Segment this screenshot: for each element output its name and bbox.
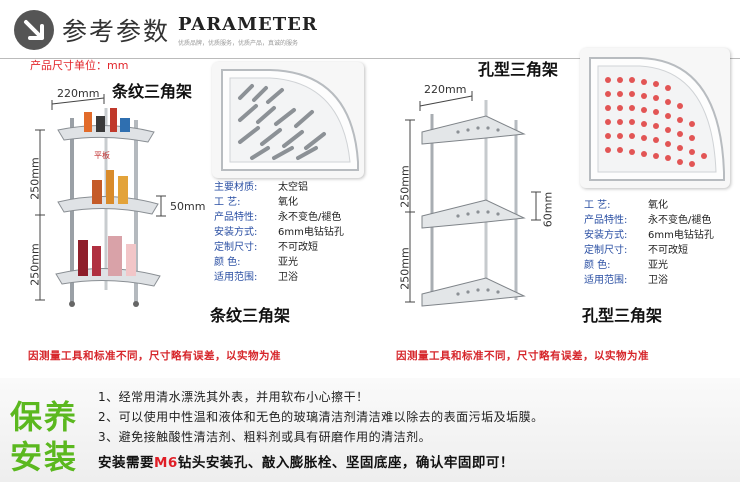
spec-row: 颜 色:亚光: [584, 260, 668, 271]
page-title: 参考参数: [62, 17, 171, 46]
care-line-1: 1、经常用清水漂洗其外表，并用软布小心擦干！: [98, 390, 369, 404]
drill-size-highlight: M6: [154, 455, 178, 471]
measurement-warning-right: 因测量工具和标准不同，尺寸略有误差，以实物为准: [396, 350, 649, 362]
unit-note: 产品尺寸单位：mm: [30, 59, 129, 72]
left-width-dim: 220mm: [57, 87, 100, 100]
page-title-en: PARAMETER: [178, 14, 318, 35]
right-product-name-bottom: 孔型三角架: [582, 306, 663, 325]
spec-row: 定制尺寸:不可改短: [584, 245, 688, 256]
left-shelf-illustration: [26, 90, 216, 315]
right-height-bottom-dim: 250mm: [398, 247, 412, 290]
right-shelf-illustration: [398, 80, 558, 316]
spec-row: 主要材质:太空铝: [214, 182, 308, 193]
left-shelf-photo: [212, 62, 364, 178]
right-product-name: 孔型三角架: [478, 60, 559, 79]
spec-row: 工 艺:氧化: [584, 200, 668, 211]
spec-row: 产品特性:永不变色/褪色: [214, 212, 342, 223]
left-product-name: 条纹三角架: [112, 82, 193, 101]
care-install-panel: [0, 378, 740, 482]
spec-row: 颜 色:亚光: [214, 257, 298, 268]
page-subtitle: 优质品牌，优质服务，优质产品，真诚的服务: [178, 40, 299, 47]
header-divider: [0, 58, 740, 59]
spec-row: 安装方式:6mm电钻钻孔: [584, 230, 714, 241]
right-width-dim: 220mm: [424, 83, 467, 96]
right-side-dim: 60mm: [541, 191, 555, 228]
left-side-dim: 50mm: [170, 200, 206, 213]
right-shelf-photo: [580, 48, 730, 188]
install-title: 安装: [10, 438, 79, 476]
right-spec-list: 工 艺:氧化 产品特性:永不变色/褪色 安装方式:6mm电钻钻孔 定制尺寸:不可…: [584, 198, 714, 288]
spec-row: 适用范围:卫浴: [214, 272, 298, 283]
arrow-down-icon: [14, 10, 54, 50]
measurement-warning-left: 因测量工具和标准不同，尺寸略有误差，以实物为准: [28, 350, 281, 362]
spec-row: 安装方式:6mm电钻钻孔: [214, 227, 344, 238]
left-small-label: 平板: [94, 151, 110, 160]
left-product-name-bottom: 条纹三角架: [210, 306, 291, 325]
install-instruction: 安装需要M6钻头安装孔、敲入膨胀栓、坚固底座，确认牢固即可！: [98, 455, 514, 471]
spec-row: 工 艺:氧化: [214, 197, 298, 208]
spec-row: 定制尺寸:不可改短: [214, 242, 318, 253]
left-height-bottom-dim: 250mm: [28, 243, 42, 286]
right-height-top-dim: 250mm: [398, 165, 412, 208]
care-line-3: 3、避免接触酸性清洁剂、粗料剂或具有研磨作用的清洁剂。: [98, 430, 432, 444]
care-title: 保养: [10, 398, 79, 436]
care-line-2: 2、可以使用中性温和液体和无色的玻璃清洁剂清洁难以除去的表面污垢及垢膜。: [98, 410, 544, 424]
left-height-top-dim: 250mm: [28, 157, 42, 200]
left-spec-list: 主要材质:太空铝 工 艺:氧化 产品特性:永不变色/褪色 安装方式:6mm电钻钻…: [214, 180, 344, 285]
spec-row: 产品特性:永不变色/褪色: [584, 215, 712, 226]
spec-row: 适用范围:卫浴: [584, 275, 668, 286]
